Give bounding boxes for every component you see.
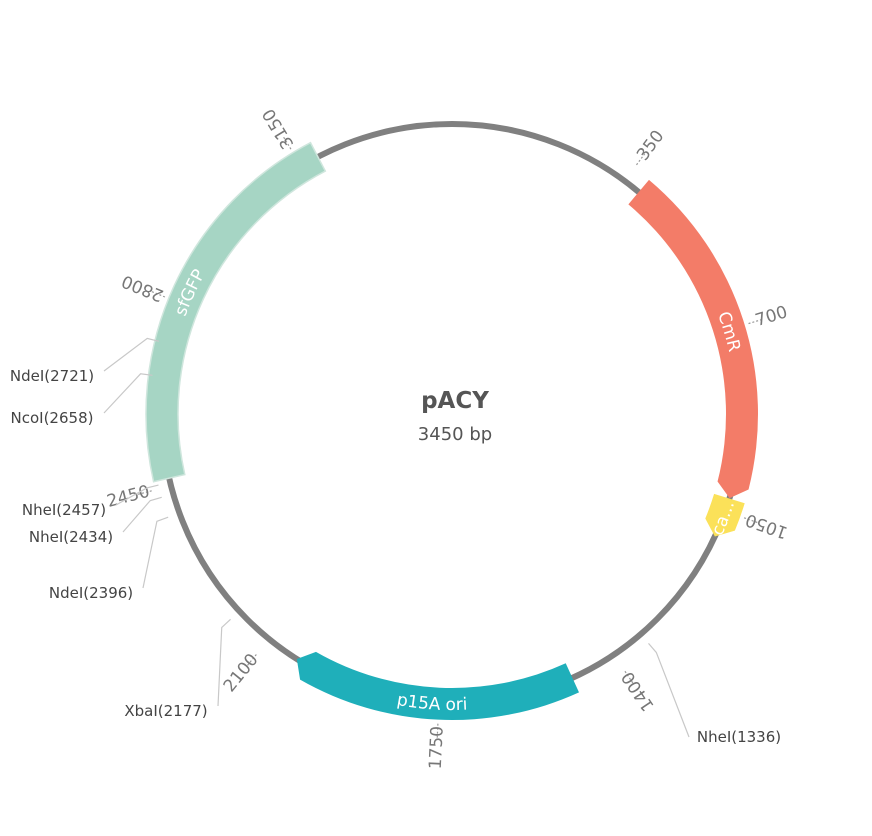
site-label-nhei-2457[interactable]: NheI(2457) [22,501,106,519]
site-leader-ndei-2396 [142,516,169,589]
tick-label-2100: 2100 [220,650,263,696]
site-leader-xbai-2177 [217,618,231,707]
tick-label-350: 350 [633,127,668,165]
tick-label-1050: 1050 [743,509,790,542]
site-leader-nhei-2434 [122,496,162,533]
tick-label-700: 700 [753,302,790,331]
site-leader-nhei-1336 [648,642,690,738]
tick-label-1400: 1400 [618,668,659,715]
tick-label-3150: 3150 [259,105,299,152]
site-label-ndei-2721[interactable]: NdeI(2721) [10,367,94,385]
site-leader-ndei-2721 [103,337,160,372]
feature-p15a-ori[interactable] [296,651,579,721]
site-label-ncoi-2658[interactable]: NcoI(2658) [11,409,94,427]
tick-label-1750: 1750 [426,726,448,770]
site-label-nhei-2434[interactable]: NheI(2434) [29,528,113,546]
site-label-xbai-2177[interactable]: XbaI(2177) [124,702,207,720]
feature-sfgfp[interactable] [145,141,327,483]
site-leader-nhei-2457 [115,484,159,506]
plasmid-size: 3450 bp [418,424,492,445]
feature-small-yellow[interactable] [705,493,745,537]
plasmid-name: pACY [421,388,489,414]
feature-cmr[interactable] [628,179,758,499]
site-label-nhei-1336[interactable]: NheI(1336) [697,728,781,746]
site-label-ndei-2396[interactable]: NdeI(2396) [49,584,133,602]
tick-label-2800: 2800 [119,270,167,305]
site-leader-ncoi-2658 [103,373,153,414]
